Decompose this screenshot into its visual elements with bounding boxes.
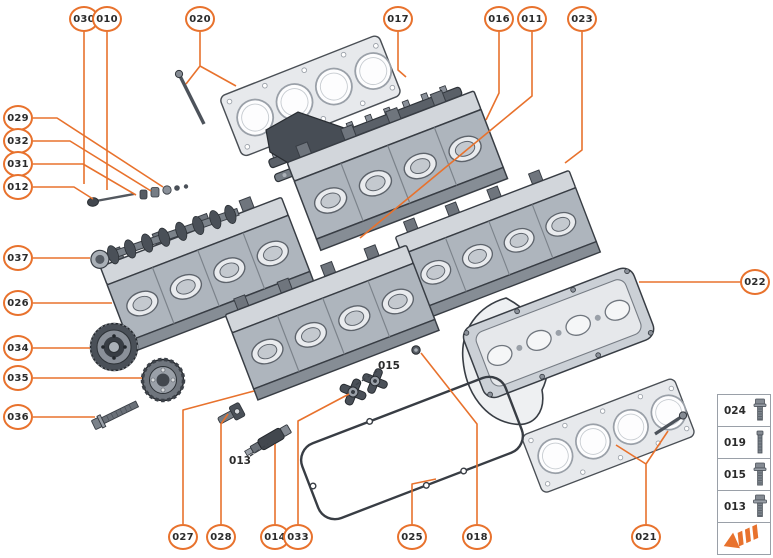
leader-021 bbox=[615, 430, 669, 524]
legend-item-013[interactable]: 013 bbox=[717, 490, 771, 523]
callout-021[interactable]: 021 bbox=[631, 524, 661, 550]
callout-016[interactable]: 016 bbox=[484, 6, 514, 32]
callout-032[interactable]: 032 bbox=[3, 128, 33, 154]
callout-023[interactable]: 023 bbox=[567, 6, 597, 32]
inline-label-013[interactable]: 013 bbox=[229, 455, 251, 467]
callout-035[interactable]: 035 bbox=[3, 365, 33, 391]
sprocket-bolt[interactable] bbox=[91, 398, 140, 431]
flange-bolt-icon bbox=[753, 398, 767, 421]
callout-033[interactable]: 033 bbox=[283, 524, 313, 550]
leader-012 bbox=[33, 186, 94, 200]
callout-010[interactable]: 010 bbox=[92, 6, 122, 32]
callout-025[interactable]: 025 bbox=[397, 524, 427, 550]
fuel-injector[interactable] bbox=[243, 423, 292, 458]
fastener-legend: 024 019 015 bbox=[717, 394, 771, 555]
cylinder-head-bolt-long[interactable] bbox=[174, 69, 206, 125]
callout-028[interactable]: 028 bbox=[206, 524, 236, 550]
camshaft-sprocket[interactable] bbox=[140, 357, 186, 403]
leader-033 bbox=[297, 393, 350, 524]
callout-022[interactable]: 022 bbox=[740, 269, 770, 295]
legend-label: 019 bbox=[724, 436, 746, 449]
callout-012[interactable]: 012 bbox=[3, 174, 33, 200]
leader-023 bbox=[564, 32, 583, 164]
callout-037[interactable]: 037 bbox=[3, 245, 33, 271]
washer-bolt-icon bbox=[753, 494, 767, 517]
head-gasket-right-bank[interactable] bbox=[520, 376, 697, 495]
camshaft[interactable] bbox=[88, 203, 241, 271]
leader-032 bbox=[33, 140, 152, 192]
callout-017[interactable]: 017 bbox=[383, 6, 413, 32]
callout-020[interactable]: 020 bbox=[185, 6, 215, 32]
legend-label: 013 bbox=[724, 500, 746, 513]
leader-025 bbox=[411, 478, 437, 524]
dashed-leader-015 bbox=[353, 370, 378, 387]
oil-gallery-plug[interactable] bbox=[411, 345, 421, 355]
callout-036[interactable]: 036 bbox=[3, 404, 33, 430]
callout-034[interactable]: 034 bbox=[3, 335, 33, 361]
callout-026[interactable]: 026 bbox=[3, 290, 33, 316]
leader-017 bbox=[397, 32, 407, 78]
leader-018 bbox=[420, 352, 478, 524]
pulley-damper[interactable] bbox=[89, 322, 139, 372]
inline-label-015[interactable]: 015 bbox=[378, 360, 400, 372]
front-direction-arrow-icon bbox=[723, 524, 759, 549]
head-bolt-short[interactable] bbox=[654, 411, 688, 436]
intake-valve[interactable] bbox=[87, 192, 135, 207]
legend-label: 024 bbox=[724, 404, 746, 417]
leader-031 bbox=[33, 163, 137, 196]
leader-028 bbox=[220, 413, 229, 524]
flange-bolt-icon bbox=[753, 462, 767, 486]
valve-cover[interactable] bbox=[460, 265, 657, 401]
legend-item-024[interactable]: 024 bbox=[717, 394, 771, 427]
valve-cover-gasket[interactable] bbox=[295, 369, 529, 527]
callout-027[interactable]: 027 bbox=[168, 524, 198, 550]
legend-item-019[interactable]: 019 bbox=[717, 426, 771, 459]
leader-016 bbox=[485, 32, 500, 121]
callout-018[interactable]: 018 bbox=[462, 524, 492, 550]
leader-011 bbox=[359, 32, 533, 239]
camshaft-position-sensor[interactable] bbox=[215, 402, 246, 427]
dashed-leader-013 bbox=[249, 443, 269, 457]
leader-029 bbox=[33, 117, 164, 188]
callout-011[interactable]: 011 bbox=[517, 6, 547, 32]
valve-stem-seal-parts[interactable] bbox=[139, 184, 189, 200]
leader-027 bbox=[182, 390, 255, 524]
stud-bolt-icon bbox=[756, 430, 764, 454]
legend-label: 015 bbox=[724, 468, 746, 481]
legend-item-015[interactable]: 015 bbox=[717, 458, 771, 491]
legend-direction-cell[interactable] bbox=[717, 522, 771, 555]
leader-020 bbox=[185, 32, 237, 87]
